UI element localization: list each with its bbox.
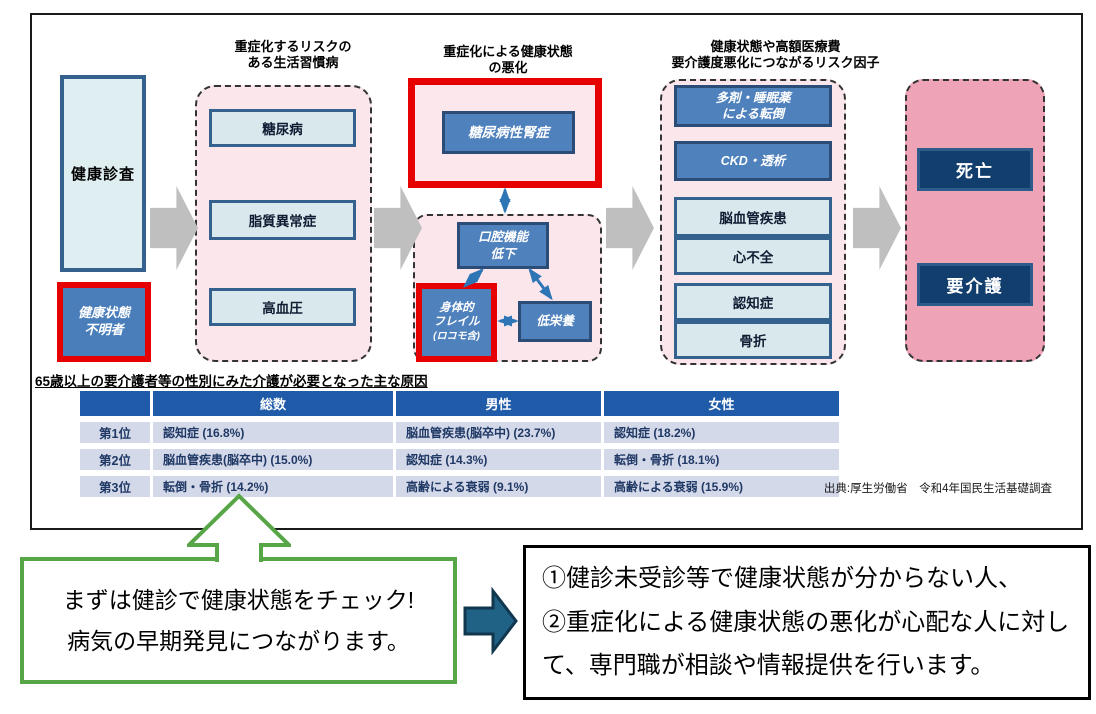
fracture-box: 骨折 bbox=[674, 321, 832, 359]
table-cell: 認知症 (16.8%) bbox=[153, 422, 393, 443]
dementia-box: 認知症 bbox=[674, 283, 832, 321]
table-cell: 脳血管疾患(脳卒中) (23.7%) bbox=[396, 422, 601, 443]
diabetic-nephropathy-box: 糖尿病性腎症 bbox=[442, 111, 575, 154]
right-arrow-icon bbox=[463, 586, 518, 656]
source-note: 出典:厚生労働省 令和4年国民生活基礎調査 bbox=[823, 483, 1052, 495]
physical-frailty-label-group: 身体的 フレイル (ロコモ含) bbox=[422, 289, 491, 356]
oral-function-decline-box: 口腔機能 低下 bbox=[457, 222, 549, 269]
cerebrovascular-box: 脳血管疾患 bbox=[674, 197, 832, 237]
table-title: 65歳以上の要介護者等の性別にみた介護が必要となった主な原因 bbox=[35, 374, 428, 389]
hypertension-box: 高血圧 bbox=[209, 288, 356, 326]
unknown-health-status-label: 健康状態 不明者 bbox=[63, 288, 145, 356]
care-cause-table: 総数 男性 女性 第1位 認知症 (16.8%) 脳血管疾患(脳卒中) (23.… bbox=[80, 391, 839, 497]
table-header-male: 男性 bbox=[396, 391, 601, 416]
health-checkup-box: 健康診査 bbox=[60, 75, 146, 272]
table-cell: 転倒・骨折 (18.1%) bbox=[604, 449, 839, 470]
diagram-frame bbox=[30, 13, 1083, 530]
left-callout-box: まずは健診で健康状態をチェック! 病気の早期発見につながります。 bbox=[20, 557, 457, 684]
table-cell: 高齢による衰弱 (15.9%) bbox=[604, 476, 839, 497]
table-cell: 高齢による衰弱 (9.1%) bbox=[396, 476, 601, 497]
table-header-blank bbox=[80, 391, 150, 416]
unknown-health-status-box: 健康状態 不明者 bbox=[57, 282, 151, 362]
up-arrow-icon bbox=[187, 493, 291, 562]
table-header-female: 女性 bbox=[604, 391, 839, 416]
care-needed-box: 要介護 bbox=[917, 263, 1033, 306]
polypharmacy-falls-box: 多剤・睡眠薬 による転倒 bbox=[674, 85, 832, 127]
heart-failure-box: 心不全 bbox=[674, 237, 832, 275]
locomo-note: (ロコモ含) bbox=[433, 330, 480, 342]
table-row-rank: 第2位 bbox=[80, 449, 150, 470]
stage4-header: 健康状態や高額医療費 要介護度悪化につながるリスク因子 bbox=[671, 39, 880, 71]
physical-frailty-box: 身体的 フレイル (ロコモ含) bbox=[416, 283, 497, 362]
table-row-rank: 第3位 bbox=[80, 476, 150, 497]
malnutrition-box: 低栄養 bbox=[518, 301, 592, 342]
stage3-header: 重症化による健康状態 の悪化 bbox=[443, 44, 573, 76]
table-cell: 転倒・骨折 (14.2%) bbox=[153, 476, 393, 497]
death-box: 死亡 bbox=[917, 148, 1033, 191]
double-arrow-connectors-icon bbox=[462, 187, 553, 327]
table-header-total: 総数 bbox=[153, 391, 393, 416]
table-cell: 脳血管疾患(脳卒中) (15.0%) bbox=[153, 449, 393, 470]
dyslipidemia-box: 脂質異常症 bbox=[209, 200, 356, 240]
physical-frailty-label: 身体的 フレイル bbox=[433, 302, 480, 328]
table-cell: 認知症 (18.2%) bbox=[604, 422, 839, 443]
right-callout-box: ①健診未受診等で健康状態が分からない人、 ②重症化による健康状態の悪化が心配な人… bbox=[523, 545, 1091, 700]
table-cell: 認知症 (14.3%) bbox=[396, 449, 601, 470]
diabetes-box: 糖尿病 bbox=[209, 109, 356, 147]
ckd-dialysis-box: CKD・透析 bbox=[674, 141, 832, 181]
outcome-panel bbox=[905, 79, 1045, 362]
table-row-rank: 第1位 bbox=[80, 422, 150, 443]
stage2-header: 重症化するリスクの ある生活習慣病 bbox=[234, 39, 352, 71]
